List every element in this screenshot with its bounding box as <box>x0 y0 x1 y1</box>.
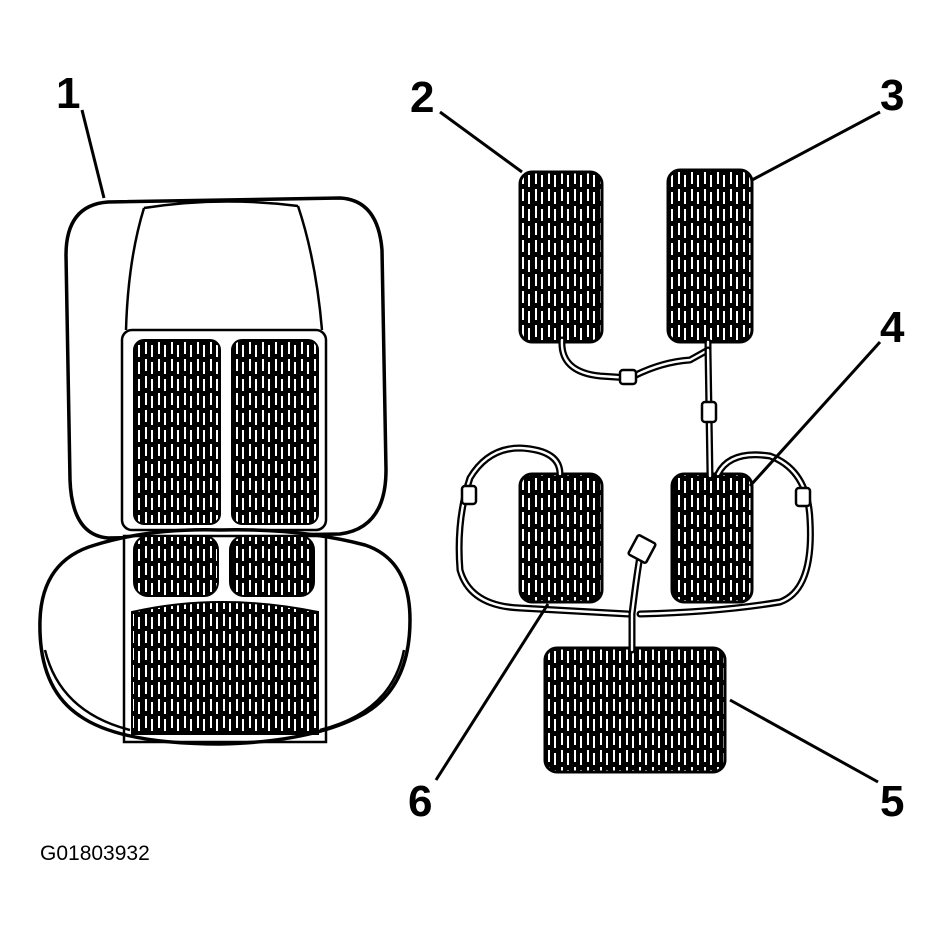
heater-element-2 <box>518 170 604 344</box>
seat-assembly <box>38 196 412 746</box>
seat-bolster-heater-left <box>133 535 219 597</box>
seat-back-heater-left <box>133 339 221 525</box>
seat-cushion-front-edge <box>43 649 406 732</box>
harness-connector <box>794 486 812 508</box>
leader-line-4 <box>748 340 882 488</box>
callout-5: 5 <box>880 777 904 826</box>
harness-connector <box>700 400 718 424</box>
seat-bolster-heater-right <box>229 535 315 597</box>
callout-3: 3 <box>880 71 904 120</box>
harness-connector <box>460 484 478 506</box>
leader-line-5 <box>729 698 879 784</box>
leader-line-3 <box>751 110 881 182</box>
callout-6: 6 <box>408 777 432 826</box>
leader-lines <box>80 109 882 784</box>
seat-back-outline <box>64 196 388 540</box>
seat-back-center-seam <box>124 200 324 331</box>
heater-element-4 <box>670 472 754 604</box>
harness-main-connector <box>627 534 657 564</box>
leader-line-1 <box>80 109 106 199</box>
seat-back-heater-frame <box>120 328 328 532</box>
callout-4: 4 <box>880 303 905 352</box>
figure-id: G01803932 <box>40 842 150 865</box>
harness-connector <box>618 368 638 386</box>
heater-element-6 <box>518 472 604 604</box>
callout-2: 2 <box>410 73 434 122</box>
leader-line-6 <box>434 603 550 781</box>
callout-1: 1 <box>56 69 80 118</box>
seat-cushion-heater-main <box>131 601 319 735</box>
wiring-harness <box>455 336 814 654</box>
seat-back-heater-right <box>231 339 319 525</box>
heater-element-5 <box>543 646 727 774</box>
leader-line-2 <box>439 110 523 174</box>
heater-element-3 <box>666 168 754 344</box>
